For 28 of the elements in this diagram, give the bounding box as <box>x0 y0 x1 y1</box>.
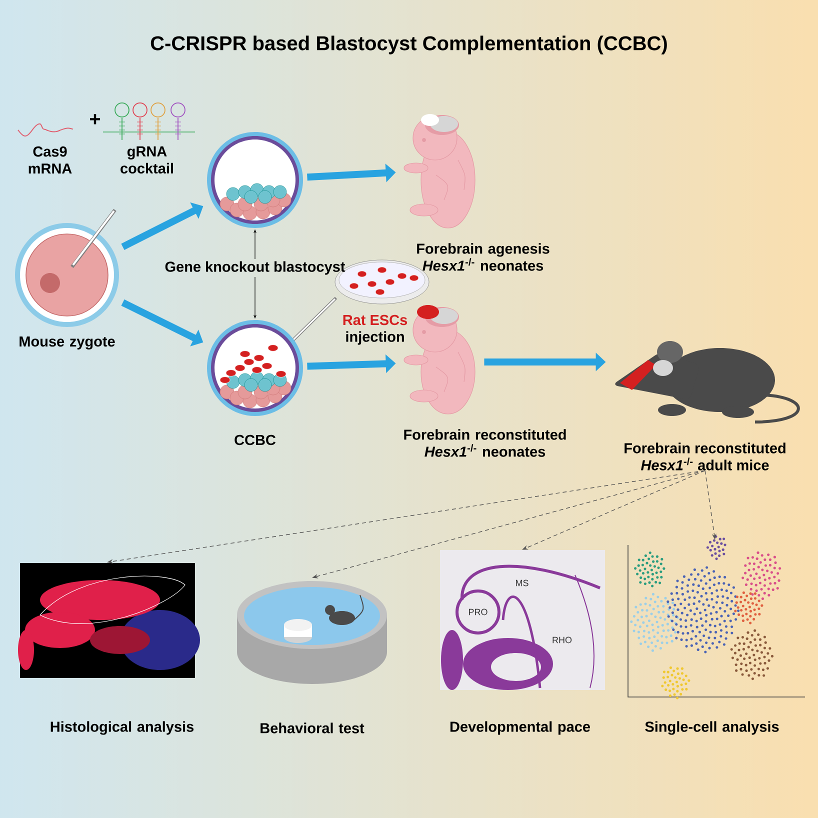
scatter-plot-drawing <box>628 535 806 700</box>
region-label: PRO <box>469 608 488 616</box>
node-label: Mouse zygote <box>20 336 115 350</box>
histology-image <box>18 563 200 678</box>
node-label: Single-cell analysis <box>645 721 779 735</box>
label: Rat ESCs <box>343 314 408 326</box>
node-label: CCBC <box>234 434 276 446</box>
water-maze-drawing <box>237 581 387 684</box>
tissue-section-image <box>440 550 605 690</box>
label: Cas9 mRNA <box>28 146 72 174</box>
node-label: Gene knockout blastocyst <box>165 261 346 275</box>
title: C-CRISPR based Blastocyst Complementation (CCBC) <box>150 36 667 54</box>
neonate-drawing <box>404 114 476 228</box>
blastocyst-drawing <box>207 132 303 228</box>
node-label: Forebrain reconstituted Hesx1$^{-/-}$ neonates <box>404 429 566 457</box>
node-label: Developmental pace <box>450 721 590 735</box>
region-label: MS <box>516 580 528 586</box>
edge-label: injection <box>346 331 404 345</box>
mouse-drawing: Forebrain reconstituted Hesx1$^{-/-}$ adult mice <box>615 341 800 470</box>
blastocyst-drawing <box>207 320 303 416</box>
plus-sign: + <box>90 114 100 124</box>
node-label: Forebrain reconstituted Hesx1$^{-/-}$ adult mice <box>624 442 786 470</box>
label: gRNA cocktail <box>120 146 173 174</box>
node-label: Forebrain agenesis Hesx1$^{-/-}$ neonates <box>417 243 550 271</box>
node-label: Histological analysis <box>50 721 194 735</box>
region-label: RHO <box>552 636 572 644</box>
zygote-drawing <box>15 208 119 327</box>
node-label: Behavioral test <box>260 722 364 734</box>
